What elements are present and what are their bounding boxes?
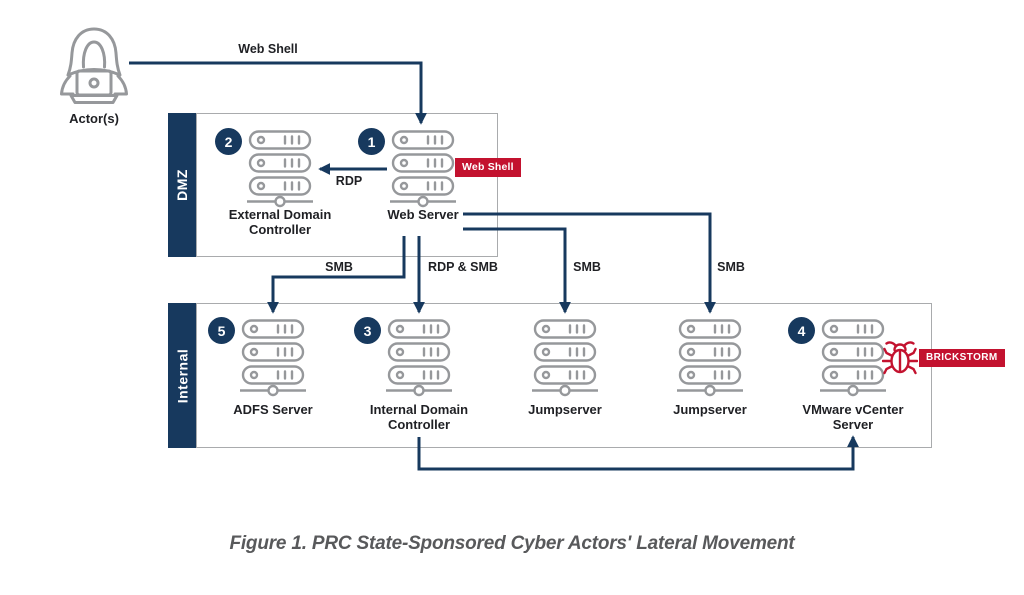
webshell-tag: Web Shell	[455, 158, 521, 177]
step-badge-2: 2	[215, 128, 242, 155]
step-badge-4: 4	[788, 317, 815, 344]
server-external-domain-controller: 2 External Domain Control	[215, 128, 331, 236]
server-adfs: 5 ADFS Server	[208, 317, 313, 417]
edge-label-rdp-smb: RDP & SMB	[428, 260, 498, 274]
threat-actor: Actor(s)	[55, 24, 133, 126]
server-label-web-server: Web Server	[387, 207, 459, 222]
brickstorm-tag: BRICKSTORM	[919, 349, 1005, 367]
server-stack-icon	[388, 130, 458, 208]
server-vmware-vcenter: 4 VMware vCenter Server	[788, 317, 904, 431]
zone-box-dmz	[196, 113, 498, 257]
edge-label-rdp: RDP	[335, 174, 363, 188]
server-label-vcenter: VMware vCenter Server	[802, 402, 904, 432]
server-label-external-dc: External Domain Controller	[228, 207, 332, 237]
server-label-jumpserver-1: Jumpserver	[528, 402, 602, 417]
server-stack-icon	[384, 319, 454, 397]
step-badge-1: 1	[358, 128, 385, 155]
server-jumpserver-1: Jumpserver	[528, 319, 602, 417]
server-stack-icon	[245, 130, 315, 208]
server-stack-icon	[675, 319, 745, 397]
zone-band-internal: Internal	[168, 303, 196, 448]
server-stack-icon	[818, 319, 888, 397]
edge-label-smb-jumpserver-2: SMB	[717, 260, 745, 274]
server-web-server: 1 Web Server	[358, 128, 459, 222]
server-jumpserver-2: Jumpserver	[673, 319, 747, 417]
bug-icon	[882, 341, 918, 375]
edge-label-smb-adfs: SMB	[325, 260, 353, 274]
server-label-jumpserver-2: Jumpserver	[673, 402, 747, 417]
server-stack-icon	[530, 319, 600, 397]
server-label-adfs: ADFS Server	[233, 402, 313, 417]
actor-label: Actor(s)	[69, 111, 119, 126]
server-label-internal-dc: Internal Domain Controller	[369, 402, 469, 432]
edge-label-smb-jumpserver-1: SMB	[573, 260, 601, 274]
zone-band-dmz: DMZ	[168, 113, 196, 257]
server-internal-domain-controller: 3 Internal Domain Control	[354, 317, 468, 431]
zone-label-dmz: DMZ	[174, 169, 191, 201]
hacker-icon	[60, 27, 128, 104]
figure-caption: Figure 1. PRC State-Sponsored Cyber Acto…	[229, 533, 795, 554]
step-badge-3: 3	[354, 317, 381, 344]
server-stack-icon	[238, 319, 308, 397]
edge-label-web-shell-top: Web Shell	[238, 42, 298, 56]
zone-label-internal: Internal	[174, 348, 191, 403]
step-badge-5: 5	[208, 317, 235, 344]
